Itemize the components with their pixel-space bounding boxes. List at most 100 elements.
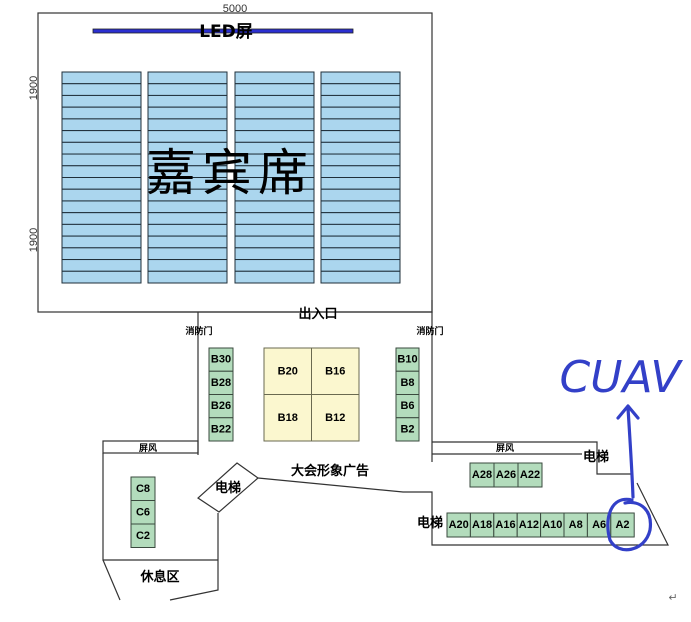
booth-label: B2 bbox=[400, 423, 414, 435]
booth-box bbox=[130, 523, 156, 548]
screen-right-label: 屏风 bbox=[496, 443, 514, 454]
seat-row bbox=[320, 153, 401, 167]
seat-row bbox=[320, 188, 401, 202]
seat-row bbox=[147, 130, 228, 143]
seat-row bbox=[320, 83, 401, 96]
booth-a2[interactable]: A2 bbox=[610, 512, 635, 538]
booth-b26[interactable]: B26 bbox=[208, 394, 234, 419]
seat-row bbox=[234, 247, 315, 261]
seat-row bbox=[61, 83, 142, 96]
booth-a16[interactable]: A16 bbox=[493, 512, 518, 538]
guest-seating-label: 嘉宾席 bbox=[146, 144, 314, 202]
booth-label: B28 bbox=[211, 377, 231, 389]
seat-row bbox=[234, 223, 315, 237]
booth-a28[interactable]: A28 bbox=[469, 462, 495, 488]
seat-row bbox=[61, 118, 142, 132]
seat-row bbox=[147, 94, 228, 108]
seat-row bbox=[147, 118, 228, 132]
booth-label: A28 bbox=[472, 469, 492, 481]
height-dimension-bottom: 1900 bbox=[28, 228, 40, 252]
booth-a26[interactable]: A26 bbox=[493, 462, 519, 488]
booth-c8[interactable]: C8 bbox=[130, 476, 156, 501]
seat-row bbox=[61, 212, 142, 225]
seat-row bbox=[234, 259, 315, 272]
seat-row bbox=[61, 165, 142, 178]
seat-row bbox=[234, 118, 315, 132]
seat-row bbox=[61, 130, 142, 143]
seat-row bbox=[320, 212, 401, 225]
booth-a8[interactable]: A8 bbox=[563, 512, 588, 538]
booth-box bbox=[517, 462, 543, 488]
seat-row bbox=[61, 153, 142, 167]
booth-b8[interactable]: B8 bbox=[395, 370, 420, 395]
booth-box bbox=[311, 347, 360, 395]
booth-label: A20 bbox=[449, 519, 469, 531]
booth-b18[interactable]: B18 bbox=[263, 394, 312, 442]
seat-row bbox=[320, 94, 401, 108]
booth-a20[interactable]: A20 bbox=[446, 512, 471, 538]
booth-label: A16 bbox=[495, 519, 515, 531]
booth-b22[interactable]: B22 bbox=[208, 417, 234, 442]
seat-row bbox=[61, 200, 142, 214]
booth-a10[interactable]: A10 bbox=[540, 512, 565, 538]
seat-row bbox=[320, 177, 401, 190]
booth-label: A26 bbox=[496, 469, 516, 481]
booth-c6[interactable]: C6 bbox=[130, 500, 156, 525]
booth-a6[interactable]: A6 bbox=[586, 512, 612, 538]
booth-label: B6 bbox=[400, 400, 414, 412]
seat-row bbox=[320, 141, 401, 155]
booth-label: B18 bbox=[278, 412, 298, 424]
booth-label: B8 bbox=[400, 377, 414, 389]
booth-label: A8 bbox=[569, 519, 583, 531]
booth-label: B12 bbox=[325, 412, 345, 424]
walls bbox=[100, 300, 669, 601]
elevator-center-label: 电梯 bbox=[215, 480, 241, 496]
seat-row bbox=[61, 235, 142, 249]
seat-row bbox=[147, 212, 228, 225]
seat-row bbox=[147, 106, 228, 120]
seat-row bbox=[61, 223, 142, 237]
seat-row bbox=[147, 247, 228, 261]
seat-row bbox=[147, 270, 228, 284]
seat-row bbox=[61, 259, 142, 272]
booth-b28[interactable]: B28 bbox=[208, 370, 234, 395]
seat-row bbox=[147, 235, 228, 249]
seat-row bbox=[320, 200, 401, 214]
booth-b16[interactable]: B16 bbox=[311, 347, 360, 395]
seat-row bbox=[320, 71, 401, 85]
booth-a12[interactable]: A12 bbox=[516, 512, 542, 538]
seat-row bbox=[61, 247, 142, 261]
seat-row bbox=[147, 83, 228, 96]
seat-row bbox=[61, 270, 142, 284]
seat-row bbox=[320, 106, 401, 120]
guest-seating bbox=[61, 71, 401, 284]
seat-row bbox=[234, 200, 315, 214]
seat-row bbox=[147, 223, 228, 237]
seat-row bbox=[320, 259, 401, 272]
booth-a22[interactable]: A22 bbox=[517, 462, 543, 488]
elevator-right-upper-label: 电梯 bbox=[583, 449, 609, 465]
booth-box bbox=[263, 394, 312, 442]
seat-row bbox=[320, 165, 401, 178]
booth-label: B30 bbox=[211, 354, 231, 366]
fire-door-left-label: 消防门 bbox=[185, 325, 212, 337]
ad-label: 大会形象广告 bbox=[291, 463, 369, 479]
width-dimension: 5000 bbox=[223, 3, 247, 15]
entrance-label: 出入口 bbox=[298, 306, 337, 322]
booth-b30[interactable]: B30 bbox=[208, 347, 234, 372]
booth-b20[interactable]: B20 bbox=[263, 347, 312, 395]
booth-b2[interactable]: B2 bbox=[395, 417, 420, 442]
booth-label: A2 bbox=[615, 519, 629, 531]
booth-label: A18 bbox=[472, 519, 492, 531]
booth-a18[interactable]: A18 bbox=[469, 512, 495, 538]
booth-c2[interactable]: C2 bbox=[130, 523, 156, 548]
booth-b12[interactable]: B12 bbox=[311, 394, 360, 442]
cuav-annotation: CUAV bbox=[560, 352, 683, 552]
screen-left-label: 屏风 bbox=[139, 443, 157, 454]
height-dimension-top: 1900 bbox=[28, 76, 40, 100]
booth-b10[interactable]: B10 bbox=[395, 347, 420, 372]
booth-label: B22 bbox=[211, 423, 231, 435]
seat-row bbox=[320, 130, 401, 143]
booth-b6[interactable]: B6 bbox=[395, 394, 420, 419]
